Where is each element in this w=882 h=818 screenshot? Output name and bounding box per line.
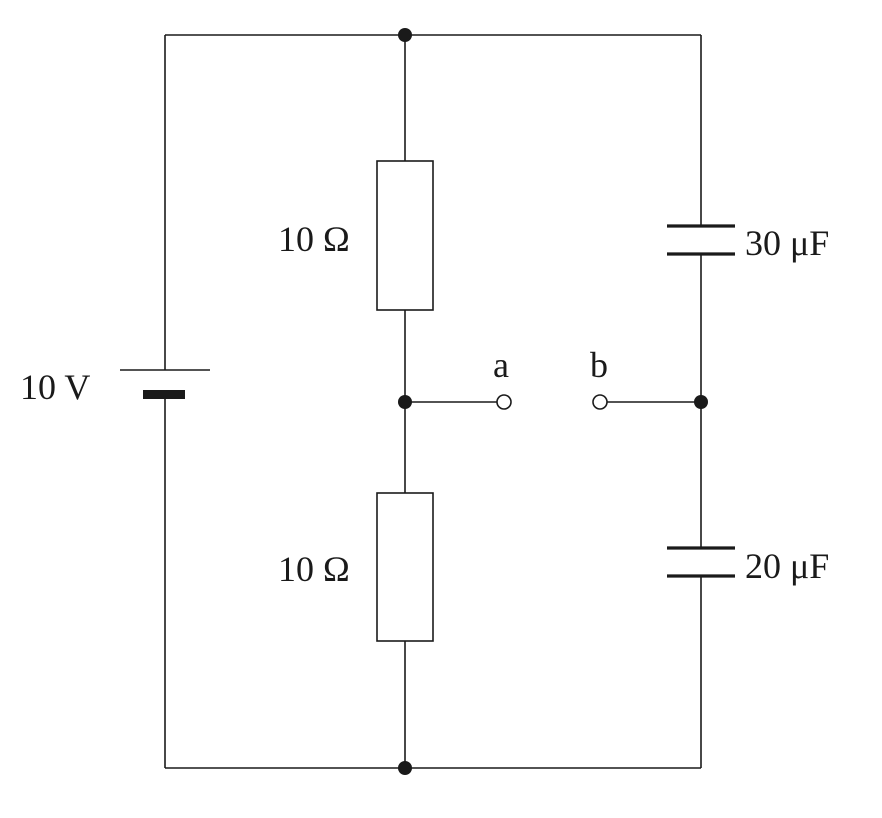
- terminal-a: [496, 394, 512, 410]
- node-middle-left: [398, 395, 412, 409]
- node-bottom: [398, 761, 412, 775]
- node-top: [398, 28, 412, 42]
- resistor-lower: [376, 492, 434, 642]
- terminal-b: [592, 394, 608, 410]
- capacitor-upper-label: 30 μF: [745, 223, 829, 263]
- battery: [120, 369, 210, 399]
- battery-negative-plate: [143, 390, 185, 399]
- resistor-upper: [376, 160, 434, 311]
- node-middle-right: [694, 395, 708, 409]
- resistor-lower-label: 10 Ω: [278, 549, 350, 589]
- terminal-b-label: b: [590, 345, 608, 385]
- resistor-upper-label: 10 Ω: [278, 219, 350, 259]
- battery-label: 10 V: [20, 367, 90, 407]
- terminal-a-label: a: [493, 345, 509, 385]
- capacitor-lower-label: 20 μF: [745, 546, 829, 586]
